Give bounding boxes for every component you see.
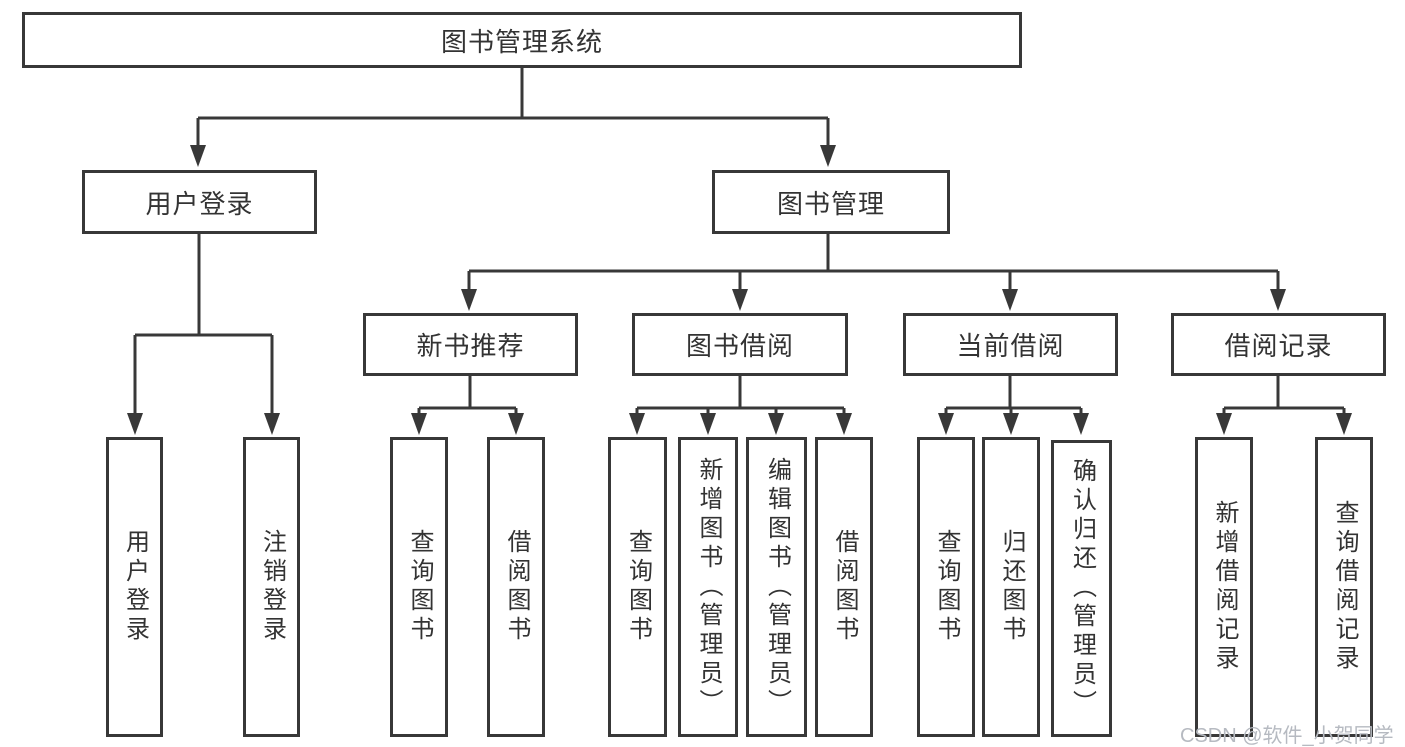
leaf-query-books-borrow: 查询图书 — [608, 437, 667, 737]
connector-new-book-to-leaves — [411, 376, 524, 435]
connector-current-borrow-to-leaves — [938, 376, 1089, 435]
node-new-book-recommend: 新书推荐 — [363, 313, 578, 376]
csdn-watermark: CSDN @软件_小贺同学 — [1180, 725, 1394, 747]
leaf-edit-books-admin: 编辑图书（管理员） — [746, 437, 807, 737]
leaf-query-borrow-record: 查询借阅记录 — [1315, 437, 1373, 737]
leaf-query-books-recommend: 查询图书 — [390, 437, 448, 737]
node-user-login: 用户登录 — [82, 170, 317, 234]
connector-borrow-record-to-leaves — [1216, 376, 1352, 435]
node-root-library-management-system: 图书管理系统 — [22, 12, 1022, 68]
node-borrow-record: 借阅记录 — [1171, 313, 1386, 376]
leaf-return-books: 归还图书 — [982, 437, 1040, 737]
connector-user-login-to-leaves — [127, 234, 280, 435]
connector-root-to-level2 — [190, 68, 836, 167]
leaf-logout: 注销登录 — [243, 437, 300, 737]
leaf-borrow-books-recommend: 借阅图书 — [487, 437, 545, 737]
connector-book-management-to-level3 — [461, 234, 1286, 311]
leaf-query-books-current: 查询图书 — [917, 437, 975, 737]
leaf-add-borrow-record: 新增借阅记录 — [1195, 437, 1253, 737]
connector-book-borrow-to-leaves — [629, 376, 852, 435]
leaf-confirm-return-admin: 确认归还（管理员） — [1051, 440, 1112, 737]
leaf-borrow-books: 借阅图书 — [815, 437, 873, 737]
node-book-borrow: 图书借阅 — [632, 313, 848, 376]
leaf-add-books-admin: 新增图书（管理员） — [678, 437, 738, 737]
leaf-user-login: 用户登录 — [106, 437, 163, 737]
node-book-management: 图书管理 — [712, 170, 950, 234]
node-current-borrow: 当前借阅 — [903, 313, 1118, 376]
